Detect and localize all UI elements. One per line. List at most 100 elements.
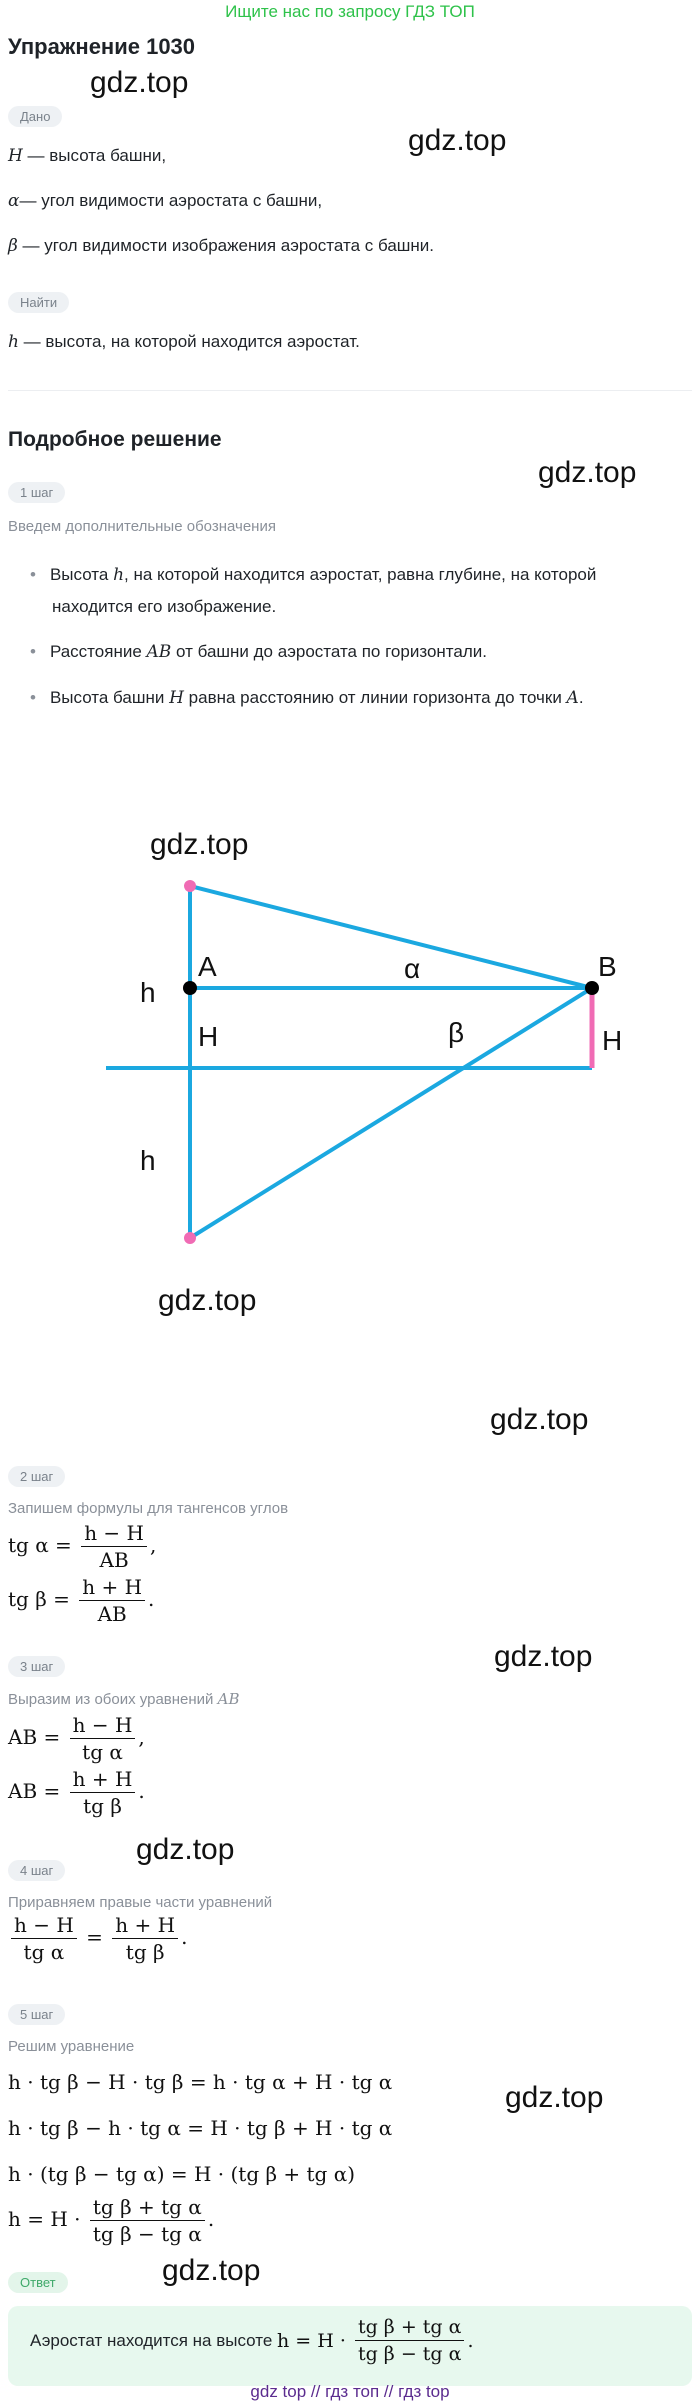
find-section: Найти — [8, 292, 70, 313]
formula-lhs: h = H · — [8, 2207, 81, 2231]
watermark: gdz.top — [90, 66, 189, 99]
answer-section: Ответ — [8, 2272, 68, 2293]
bullet-symbol: h — [113, 565, 125, 585]
watermark: gdz.top — [490, 1403, 589, 1436]
bullet-text: находится его изображение. — [52, 597, 277, 616]
fraction-numerator: h − H — [81, 1520, 147, 1547]
formula-tail: . — [207, 2207, 215, 2231]
watermark: gdz.top — [505, 2081, 604, 2114]
fraction-denominator: tg α — [82, 1740, 123, 1764]
label-tower-height: H — [198, 1021, 218, 1052]
fraction-numerator: tg β + tg α — [354, 2314, 465, 2341]
divider — [8, 390, 692, 391]
bullet-text: Высота — [49, 565, 114, 584]
fraction-denominator: tg β — [125, 1940, 165, 1964]
step-label: 2 шаг — [8, 1466, 66, 1487]
step-label: 4 шаг — [8, 1860, 66, 1881]
equation-line: h · tg β − H · tg β = h · tg α + H · tg … — [8, 2070, 393, 2094]
step-label: 3 шаг — [8, 1656, 66, 1677]
step-label: 5 шаг — [8, 2004, 66, 2025]
step-intro: Запишем формулы для тангенсов углов — [8, 1500, 289, 1517]
bullet-text: равна расстоянию от линии горизонта до т… — [183, 688, 567, 707]
formula-tail: . — [138, 1779, 145, 1803]
bullet-text: Расстояние — [49, 642, 147, 661]
watermark: gdz.top — [538, 456, 637, 489]
step-1: 1 шаг — [8, 482, 66, 503]
list-item-continuation: находится его изображение. — [52, 587, 276, 627]
point-a — [183, 981, 197, 995]
list-item: • Высота башни H равна расстоянию от лини… — [30, 678, 584, 718]
answer-content: Аэростат находится на высоте h = H · tg … — [30, 2314, 474, 2367]
solution-heading: Подробное решение — [8, 428, 222, 451]
formula-tail: . — [181, 1925, 188, 1949]
find-line: h — высота, на которой находится аэроста… — [8, 332, 360, 352]
line-to-reflection — [188, 986, 594, 1240]
step-intro: Решим уравнение — [8, 2038, 135, 2055]
equation-line: h · (tg β − tg α) = H · (tg β + tg α) — [8, 2162, 356, 2186]
formula-lhs: h = H · — [277, 2329, 346, 2352]
given-symbol: H — [8, 146, 23, 166]
fraction-numerator: h + H — [79, 1574, 146, 1601]
formula-tail: , — [138, 1725, 145, 1749]
figure-lines — [106, 884, 595, 1240]
label-h-upper: h — [140, 977, 156, 1008]
formula-tail: . — [467, 2329, 474, 2352]
label-h-lower: h — [140, 1145, 156, 1176]
step-3: 3 шаг — [8, 1656, 66, 1677]
watermark: gdz.top — [150, 828, 249, 861]
given-line: α— угол видимости аэростата с башни, — [8, 191, 322, 211]
label-alpha: α — [404, 953, 420, 984]
given-text: — угол видимости аэростата с башни, — [19, 191, 323, 210]
point-b — [585, 981, 599, 995]
fraction-numerator: h − H — [69, 1712, 136, 1739]
bullet-text: от башни до аэростата по горизонтали. — [171, 642, 487, 661]
formula-lhs: AB = — [8, 1725, 61, 1749]
given-label: Дано — [8, 106, 63, 127]
fraction-numerator: h − H — [11, 1912, 77, 1939]
watermark: gdz.top — [162, 2254, 261, 2287]
fraction-numerator: h + H — [112, 1912, 179, 1939]
watermark: gdz.top — [408, 124, 507, 157]
formula-tail: , — [149, 1533, 157, 1557]
bullet-symbol: A — [566, 688, 579, 708]
bullet-text: Высота башни — [49, 688, 170, 707]
answer-box — [8, 2306, 692, 2386]
given-text: — угол видимости изображения аэростата с… — [17, 236, 435, 255]
line-to-balloon — [189, 884, 593, 990]
label-b: B — [598, 951, 617, 982]
equation-line: h · tg β − h · tg α = H · tg β + H · tg … — [8, 2116, 393, 2140]
fraction-numerator: tg β + tg α — [89, 2194, 205, 2221]
fraction-denominator: tg α — [23, 1940, 65, 1964]
given-line: H — высота башни, — [8, 146, 166, 166]
bullet-dot: • — [30, 688, 36, 707]
step-intro-text: Выразим из обоих уравнений — [8, 1691, 214, 1708]
search-banner[interactable]: Ищите нас по запросу ГДЗ ТОП — [225, 2, 475, 21]
footer-links[interactable]: gdz top // гдз топ // гдз top — [250, 2382, 450, 2401]
find-label: Найти — [8, 292, 70, 313]
step-intro: Приравняем правые части уравнений — [8, 1894, 273, 1911]
given-text: — высота башни, — [22, 146, 167, 165]
given-section: Дано — [8, 106, 63, 127]
step-intro: Выразим из обоих уравнений AB — [8, 1690, 239, 1708]
page-title: Упражнение 1030 — [8, 34, 196, 59]
bullet-symbol: H — [169, 688, 184, 708]
step-label: 1 шаг — [8, 482, 66, 503]
fraction-denominator: AB — [99, 1548, 129, 1572]
label-beta: β — [448, 1017, 464, 1048]
given-symbol: α — [8, 191, 20, 211]
given-symbol: β — [8, 236, 18, 256]
watermark: gdz.top — [136, 1833, 235, 1866]
fraction-numerator: h + H — [69, 1766, 136, 1793]
list-item: •Высота h, на которой находится аэростат… — [30, 555, 596, 595]
fraction-denominator: tg β — [83, 1794, 122, 1818]
watermark: gdz.top — [158, 1284, 257, 1317]
